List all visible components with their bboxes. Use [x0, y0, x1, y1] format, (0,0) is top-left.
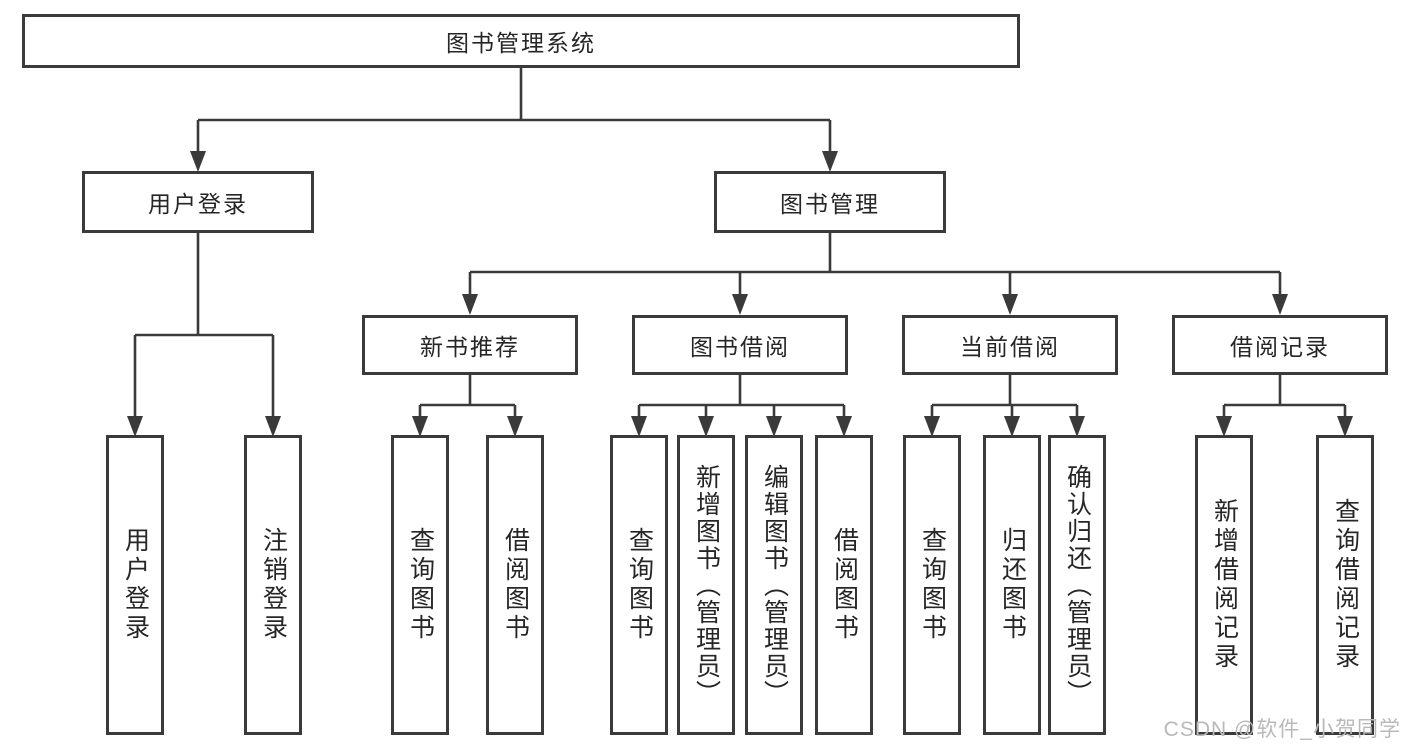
node-user-login-group: 用户登录	[82, 171, 314, 233]
node-current-borrowing-label: 当前借阅	[960, 334, 1060, 360]
node-user-login-label: 用户登录	[148, 191, 248, 217]
leaf-edit-books-admin-label: 编辑图书（管理员）	[760, 463, 789, 707]
node-root: 图书管理系统	[22, 14, 1020, 68]
node-current-borrowing: 当前借阅	[902, 315, 1118, 375]
leaf-confirm-return-admin: 确认归还（管理员）	[1048, 435, 1106, 735]
leaf-return-books: 归还图书	[983, 435, 1041, 735]
leaf-add-borrow-record-label: 新增借阅记录	[1210, 498, 1239, 672]
tree-edges	[133, 68, 1347, 418]
leaf-query-books-recommend: 查询图书	[391, 435, 449, 735]
node-new-book-recommendation-label: 新书推荐	[420, 334, 520, 360]
csdn-watermark: CSDN @软件_小贺同学	[1163, 718, 1401, 741]
leaf-add-borrow-record: 新增借阅记录	[1195, 435, 1253, 735]
node-book-borrowing-label: 图书借阅	[690, 334, 790, 360]
leaf-user-login-label: 用户登录	[121, 527, 150, 643]
leaf-query-books-borrow: 查询图书	[610, 435, 668, 735]
leaf-confirm-return-admin-label: 确认归还（管理员）	[1063, 463, 1092, 707]
node-book-management-label: 图书管理	[780, 191, 880, 217]
leaf-query-books-current: 查询图书	[903, 435, 961, 735]
leaf-query-borrow-record: 查询借阅记录	[1316, 435, 1374, 735]
leaf-logout-login-label: 注销登录	[259, 527, 288, 643]
leaf-query-books-current-label: 查询图书	[918, 527, 947, 643]
leaf-query-books-recommend-label: 查询图书	[406, 527, 435, 643]
node-book-borrowing: 图书借阅	[632, 315, 848, 375]
arrow-down-icon	[127, 151, 1353, 437]
node-borrowing-records: 借阅记录	[1172, 315, 1388, 375]
leaf-borrow-books: 借阅图书	[815, 435, 873, 735]
node-borrowing-records-label: 借阅记录	[1230, 334, 1330, 360]
leaf-edit-books-admin: 编辑图书（管理员）	[745, 435, 803, 735]
node-book-management: 图书管理	[714, 171, 946, 233]
leaf-borrow-books-recommend: 借阅图书	[486, 435, 544, 735]
leaf-user-login: 用户登录	[106, 435, 164, 735]
leaf-add-books-admin-label: 新增图书（管理员）	[692, 463, 721, 707]
leaf-query-books-borrow-label: 查询图书	[625, 527, 654, 643]
leaf-query-borrow-record-label: 查询借阅记录	[1331, 498, 1360, 672]
leaf-add-books-admin: 新增图书（管理员）	[677, 435, 735, 735]
leaf-borrow-books-recommend-label: 借阅图书	[501, 527, 530, 643]
leaf-return-books-label: 归还图书	[998, 527, 1027, 643]
node-new-book-recommendation: 新书推荐	[362, 315, 578, 375]
node-root-label: 图书管理系统	[446, 30, 596, 56]
leaf-borrow-books-label: 借阅图书	[830, 527, 859, 643]
leaf-logout-login: 注销登录	[244, 435, 302, 735]
